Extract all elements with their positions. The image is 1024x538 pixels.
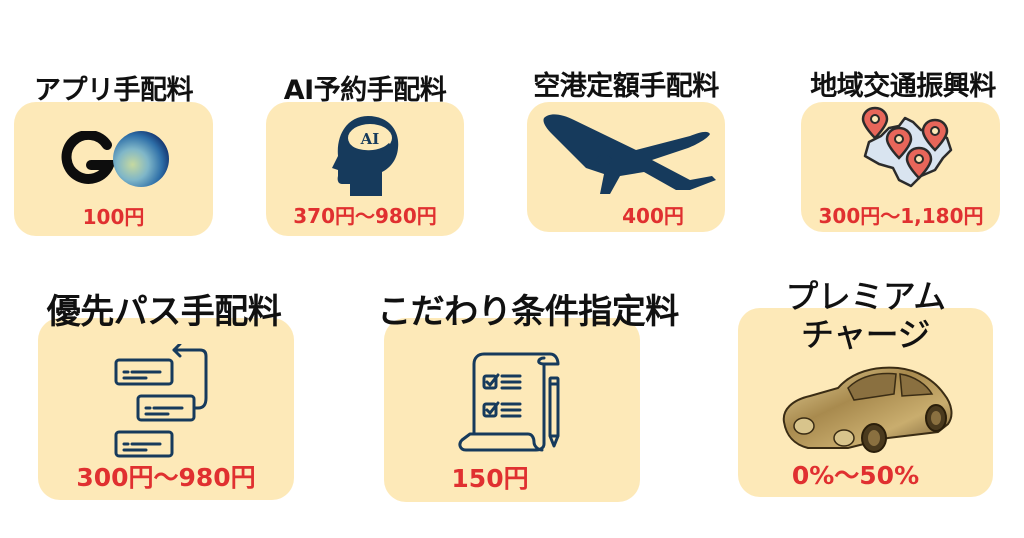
fee-price-premium: 0%〜50% <box>791 461 920 490</box>
fee-price-conditions: 150円 <box>451 464 529 493</box>
fee-title-ai: AI予約手配料 <box>283 75 447 106</box>
ai-brain-head-icon: AI <box>330 114 402 198</box>
airplane-icon <box>540 110 722 202</box>
fee-title-airport: 空港定額手配料 <box>533 71 719 102</box>
fee-card-app <box>14 102 213 236</box>
fee-title-premium-line2: チャージ <box>800 315 931 354</box>
fee-title-premium-line1: プレミアム <box>785 277 946 316</box>
fee-price-app: 100円 <box>82 205 145 229</box>
fee-price-airport: 400円 <box>622 204 684 228</box>
fee-title-conditions: こだわり条件指定料 <box>377 292 679 332</box>
fee-price-ai: 370円〜980円 <box>293 204 437 228</box>
checklist-scroll-icon <box>458 352 570 452</box>
priority-queue-icon <box>110 344 216 460</box>
gold-car-icon <box>778 358 958 458</box>
go-logo-icon <box>57 131 172 187</box>
fee-title-priority: 優先パス手配料 <box>46 292 282 332</box>
fee-title-app: アプリ手配料 <box>34 75 194 106</box>
ai-icon-label: AI <box>360 130 380 148</box>
fee-price-regional: 300円〜1,180円 <box>818 204 984 228</box>
map-pins-icon <box>855 106 957 190</box>
fee-title-regional: 地域交通振興料 <box>810 71 996 102</box>
fee-price-priority: 300円〜980円 <box>76 463 256 492</box>
